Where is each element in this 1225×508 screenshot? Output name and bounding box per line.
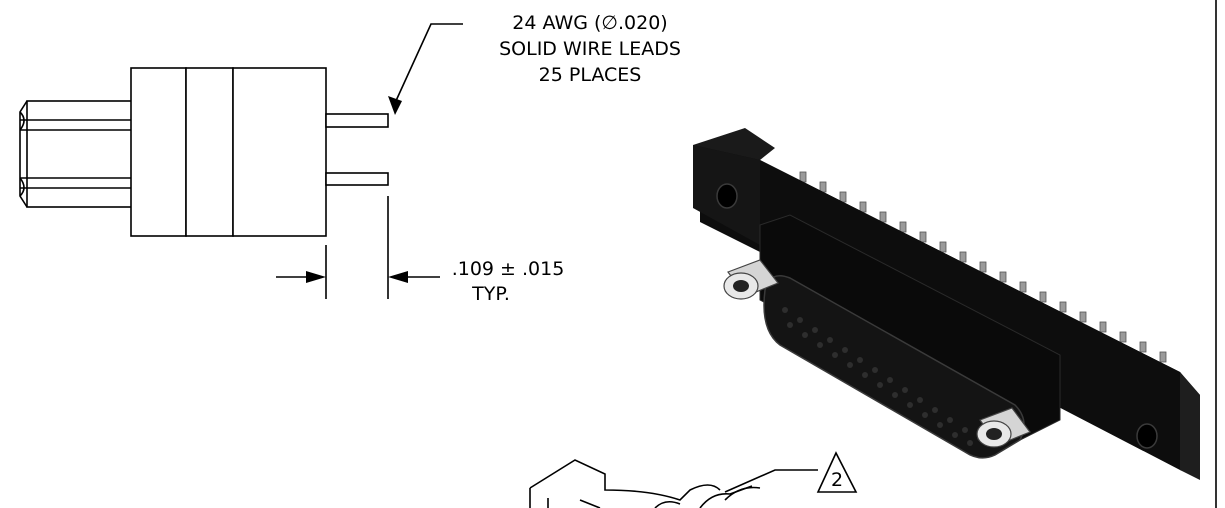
dimension-value: .109 ± .015 [452,258,565,280]
lead-note-line3: 25 PLACES [539,64,642,86]
hex-nut-chamfers [19,111,25,197]
partial-boss [724,486,761,501]
jackscrew-housing [26,100,135,208]
callout-2: 2 [724,451,858,493]
lead-note-leader [388,23,463,115]
callout-leader [724,469,818,493]
insulator-body [232,67,327,237]
arrow-left [306,271,326,283]
partial-outline-upper [529,459,721,501]
jackscrew-post-left [723,259,779,300]
dsub-shell [763,275,1025,459]
dimension-qualifier: TYP. [471,283,510,305]
lead-note-line2: SOLID WIRE LEADS [499,38,681,60]
connector-flange [185,67,234,237]
mounting-hole-left [716,183,738,209]
hex-nut-flats [20,119,134,189]
dimension-lines [276,196,440,299]
callout-triangle [816,451,858,493]
hex-nut-outline [19,100,28,208]
flange-right-end [1180,372,1200,480]
callout-label: 2 [831,469,843,491]
wire-lead-upper [325,113,389,128]
wire-lead-lower [325,172,389,186]
jackscrew-post-right [976,407,1031,448]
arrow-right [388,271,408,283]
partial-detail-view [529,459,761,508]
lead-note-line1: 24 AWG (∅.020) [512,12,667,34]
connector-isometric-view [693,128,1200,480]
partial-outline-lower [529,485,753,508]
center-block [759,214,1061,441]
contact-cavities [782,307,983,446]
connector-side-view [19,67,389,237]
connector-shell [130,67,187,237]
mounting-hole-right [1136,423,1158,449]
